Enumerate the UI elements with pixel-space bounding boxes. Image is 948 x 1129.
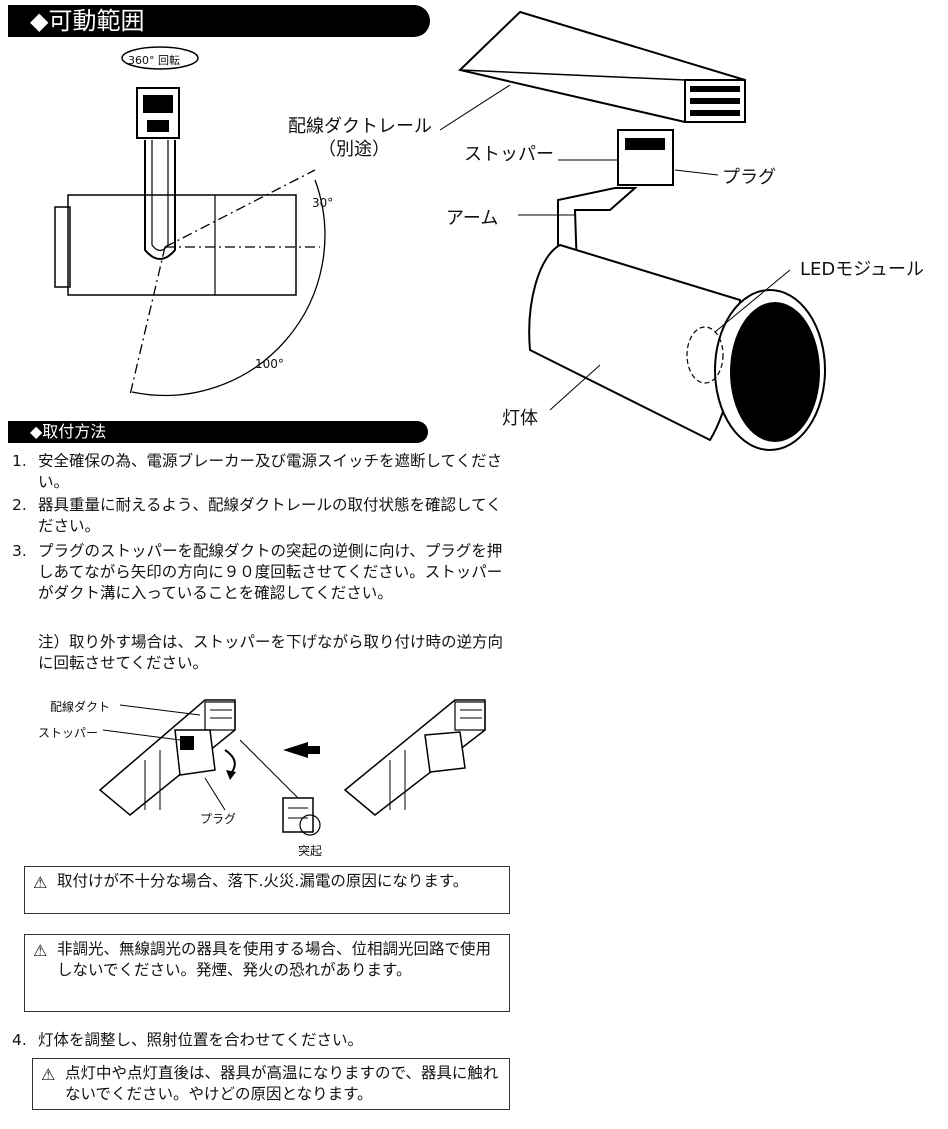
install-label-protrusion: 突起 [298, 844, 323, 858]
movable-range-diagram [54, 46, 326, 397]
parts-diagram [439, 10, 826, 451]
label-plug: プラグ [722, 167, 776, 188]
section-title-mounting-method: ◆取付方法 [30, 422, 107, 441]
warning-triangle-icon: ⚠ [33, 873, 48, 892]
warning-text: 非調光、無線調光の器具を使用する場合、位相調光回路で使用しないでください。発煙、… [57, 940, 492, 979]
install-label-stopper: ストッパー [38, 726, 99, 740]
angle-100-label: 100° [255, 357, 284, 371]
section-title-movable-range: ◆可動範囲 [30, 7, 145, 35]
label-body: 灯体 [502, 408, 538, 429]
removal-note: 注）取り外す場合は、ストッパーを下げながら取り付け時の逆方向に回転させてください… [38, 633, 504, 672]
step-number: 3. [12, 542, 27, 560]
warning-box-installation: ⚠ 取付けが不十分な場合、落下.火災.漏電の原因になります。 [24, 866, 510, 914]
label-arm: アーム [446, 208, 499, 229]
step-text: 器具重量に耐えるよう、配線ダクトレールの取付状態を確認してください。 [38, 496, 502, 535]
label-duct-rail-sub: （別途） [318, 139, 390, 160]
warning-triangle-icon: ⚠ [41, 1065, 56, 1084]
warning-text: 取付けが不十分な場合、落下.火災.漏電の原因になります。 [57, 872, 469, 890]
angle-30-label: 30° [312, 196, 334, 210]
step-text: 灯体を調整し、照射位置を合わせてください。 [38, 1031, 364, 1049]
step-number: 4. [12, 1031, 27, 1049]
step-number: 2. [12, 496, 27, 514]
label-stopper: ストッパー [464, 144, 554, 165]
step-text: 安全確保の為、電源ブレーカー及び電源スイッチを遮断してください。 [38, 452, 503, 491]
install-label-plug: プラグ [200, 812, 237, 826]
section-header-mounting-method: ◆取付方法 [8, 421, 428, 443]
warning-text: 点灯中や点灯直後は、器具が高温になりますので、器具に触れないでください。やけどの… [65, 1064, 499, 1103]
warning-triangle-icon: ⚠ [33, 941, 48, 960]
installation-diagram [98, 699, 486, 836]
label-led-module: LEDモジュール [800, 259, 925, 280]
warning-box-heat: ⚠ 点灯中や点灯直後は、器具が高温になりますので、器具に触れないでください。やけ… [32, 1058, 510, 1110]
rotation-label: 360° 回転 [128, 54, 180, 67]
install-label-duct: 配線ダクト [50, 700, 111, 714]
step-number: 1. [12, 452, 27, 470]
section-header-movable-range: ◆可動範囲 [8, 5, 430, 37]
label-duct-rail: 配線ダクトレール [288, 116, 432, 137]
step-text: プラグのストッパーを配線ダクトの突起の逆側に向け、プラグを押しあてながら矢印の方… [38, 542, 503, 602]
warning-box-dimming: ⚠ 非調光、無線調光の器具を使用する場合、位相調光回路で使用しないでください。発… [24, 934, 510, 1012]
rotation-indicator [121, 46, 199, 70]
